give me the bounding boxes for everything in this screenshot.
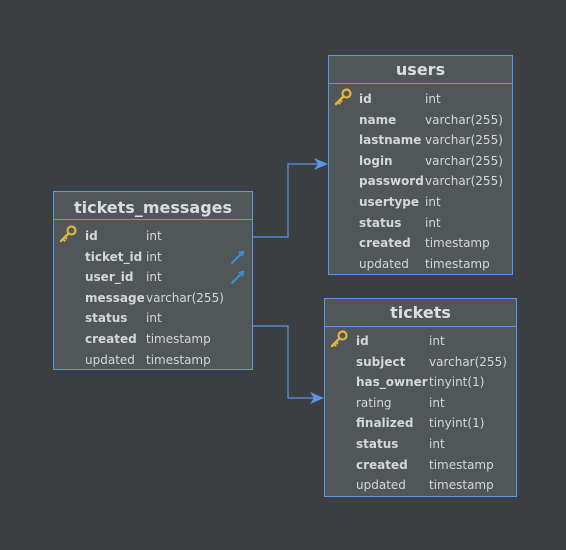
table-title: tickets_messages [54,192,252,220]
foreign-key-icon [230,249,246,268]
column-type: timestamp [429,457,494,472]
column-name: finalized [356,416,414,431]
column-row[interactable]: updated timestamp [325,475,516,496]
column-row[interactable]: updated timestamp [329,254,512,275]
column-type: int [146,270,162,285]
table-title: users [329,56,512,84]
column-type: varchar(255) [425,133,503,148]
column-row[interactable]: name varchar(255) [329,110,512,131]
column-row[interactable]: updated timestamp [54,350,252,371]
column-row[interactable]: status int [329,213,512,234]
column-row[interactable]: login varchar(255) [329,151,512,172]
column-name: name [359,112,397,127]
column-name: created [359,236,411,251]
column-row[interactable]: status int [325,434,516,455]
column-type: int [146,229,162,243]
column-type: timestamp [425,236,490,251]
column-type: varchar(255) [425,174,503,189]
column-type: varchar(255) [425,112,503,127]
column-name: updated [356,478,406,493]
column-row[interactable]: status int [54,308,252,329]
column-row[interactable]: created timestamp [325,455,516,476]
column-name: id [359,92,372,106]
column-type: int [429,334,445,348]
column-type: int [429,395,445,410]
primary-key-icon [58,224,78,247]
column-name: message [85,290,145,305]
column-name: created [356,457,408,472]
column-name: lastname [359,133,422,148]
column-type: timestamp [146,331,211,346]
column-name: usertype [359,194,420,209]
column-name: rating [356,395,392,410]
column-name: has_owner [356,375,428,390]
column-row[interactable]: created timestamp [54,329,252,350]
column-row[interactable]: id int [54,224,252,247]
column-type: int [425,194,441,209]
column-name: id [85,229,98,243]
column-type: int [425,92,441,106]
foreign-key-icon [230,269,246,288]
column-type: timestamp [429,478,494,493]
column-name: created [85,331,137,346]
column-row[interactable]: rating int [325,393,516,414]
primary-key-icon [333,87,353,110]
column-row[interactable]: id int [329,87,512,110]
column-type: tinyint(1) [429,375,485,390]
column-row[interactable]: subject varchar(255) [325,352,516,373]
column-type: int [146,311,162,326]
column-name: status [356,436,399,451]
connector-tickets-messages-to-tickets [253,325,324,404]
column-type: int [429,436,445,451]
column-name: password [359,174,424,189]
column-name: user_id [85,270,134,285]
column-row[interactable]: usertype int [329,192,512,213]
primary-key-icon [329,329,349,352]
column-row[interactable]: id int [325,329,516,352]
column-name: updated [85,352,135,367]
column-name: login [359,153,393,168]
column-name: id [356,334,369,348]
column-name: ticket_id [85,249,143,264]
column-type: timestamp [425,256,490,271]
column-name: status [85,311,128,326]
column-type: tinyint(1) [429,416,485,431]
column-name: updated [359,256,409,271]
connector-tickets-messages-to-users [253,158,328,238]
column-type: int [146,249,162,264]
column-row[interactable]: user_id int [54,267,252,288]
table-title: tickets [325,299,516,327]
column-name: subject [356,354,406,369]
column-row[interactable]: created timestamp [329,233,512,254]
column-row[interactable]: finalized tinyint(1) [325,413,516,434]
column-type: varchar(255) [425,153,503,168]
column-type: varchar(255) [429,354,507,369]
column-name: status [359,215,402,230]
column-type: int [425,215,441,230]
column-type: timestamp [146,352,211,367]
column-type: varchar(255) [146,290,224,305]
